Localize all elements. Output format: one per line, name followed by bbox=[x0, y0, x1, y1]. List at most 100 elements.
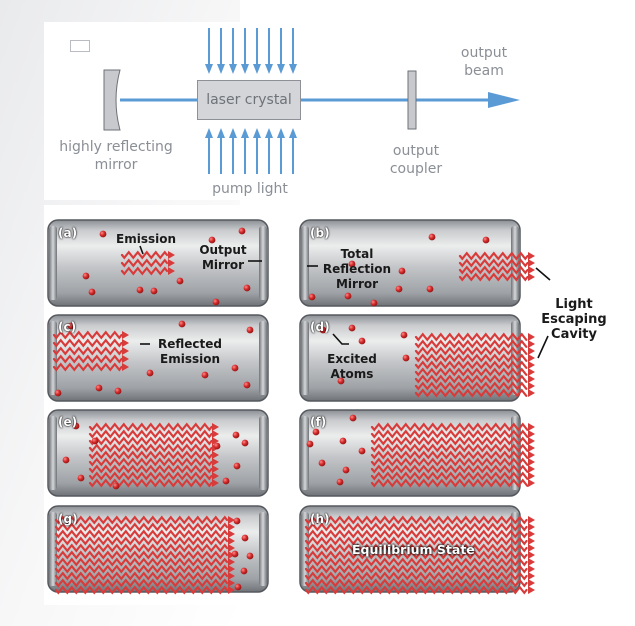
emission-wave bbox=[414, 332, 528, 342]
excited-atom bbox=[426, 285, 434, 293]
total-reflection-mirror-annotation: Total Reflection Mirror bbox=[322, 247, 392, 291]
emission-wave bbox=[88, 422, 213, 432]
excited-atom bbox=[233, 517, 241, 525]
emission-arrowhead bbox=[528, 361, 535, 369]
emission-arrowhead bbox=[122, 355, 129, 363]
emission-arrowhead bbox=[122, 347, 129, 355]
emission-wave bbox=[370, 457, 529, 467]
emission-arrowhead bbox=[228, 565, 235, 573]
emission-arrowhead bbox=[528, 389, 535, 397]
emission-arrowhead bbox=[528, 458, 535, 466]
pump-arrowhead-up bbox=[253, 128, 261, 138]
excited-atom bbox=[241, 534, 249, 542]
emission-wave bbox=[88, 478, 213, 488]
emission-wave bbox=[120, 266, 169, 276]
excited-atom bbox=[150, 287, 158, 295]
excited-atom bbox=[400, 331, 408, 339]
emission-wave bbox=[304, 585, 528, 595]
emission-wave bbox=[458, 251, 529, 261]
emission-arrowhead bbox=[528, 273, 535, 281]
output-beam-arrowhead bbox=[488, 92, 520, 108]
excited-atom bbox=[54, 389, 62, 397]
excited-atom bbox=[246, 326, 254, 334]
emission-arrowhead bbox=[122, 339, 129, 347]
excited-atom bbox=[112, 482, 120, 490]
emission-wave bbox=[414, 367, 528, 377]
excited-atom bbox=[398, 267, 406, 275]
emission-arrowhead bbox=[122, 331, 129, 339]
emission-arrowhead bbox=[528, 530, 535, 538]
laser-crystal: laser crystal bbox=[197, 80, 301, 120]
emission-wave bbox=[54, 564, 229, 574]
emission-arrowhead bbox=[168, 251, 175, 259]
output-coupler bbox=[407, 70, 417, 130]
emission-wave bbox=[304, 550, 528, 560]
emission-arrowhead bbox=[528, 259, 535, 267]
emission-arrowhead bbox=[212, 472, 219, 480]
excited-atom bbox=[240, 567, 248, 575]
emission-arrowhead bbox=[528, 551, 535, 559]
emission-arrowhead bbox=[528, 347, 535, 355]
emission-wave bbox=[304, 557, 528, 567]
cavity-right-cap bbox=[259, 226, 267, 300]
emission-arrowhead bbox=[528, 586, 535, 594]
pump-arrowhead-down bbox=[289, 64, 297, 74]
excited-atom bbox=[402, 354, 410, 362]
emission-arrowhead bbox=[528, 558, 535, 566]
emission-arrowhead bbox=[228, 579, 235, 587]
emission-wave bbox=[304, 536, 528, 546]
emission-arrowhead bbox=[168, 267, 175, 275]
excited-atom bbox=[336, 478, 344, 486]
excited-atom bbox=[67, 322, 75, 330]
cavity-left-cap bbox=[301, 226, 309, 300]
emission-wave bbox=[304, 578, 528, 588]
emission-arrowhead bbox=[212, 451, 219, 459]
excited-atom bbox=[114, 387, 122, 395]
emission-wave bbox=[458, 265, 529, 275]
excited-atom bbox=[91, 437, 99, 445]
escaping-leader-1 bbox=[535, 267, 551, 281]
emission-wave bbox=[370, 436, 529, 446]
excited-atom bbox=[428, 233, 436, 241]
excited-atom bbox=[319, 326, 327, 334]
emission-wave bbox=[88, 443, 213, 453]
emission-arrowhead bbox=[528, 565, 535, 573]
emission-wave bbox=[458, 272, 529, 282]
cavity-left-cap bbox=[49, 512, 57, 586]
pump-arrowhead-down bbox=[277, 64, 285, 74]
emission-wave bbox=[52, 338, 123, 348]
emission-wave bbox=[414, 353, 528, 363]
emission-wave bbox=[54, 529, 229, 539]
pump-arrowhead-up bbox=[217, 128, 225, 138]
emission-wave bbox=[54, 536, 229, 546]
emission-wave bbox=[414, 388, 528, 398]
emission-arrowhead bbox=[228, 530, 235, 538]
emission-arrowhead bbox=[528, 266, 535, 274]
emission-wave bbox=[304, 515, 528, 525]
emission-wave bbox=[304, 543, 528, 553]
excited-atom bbox=[395, 285, 403, 293]
excited-atom bbox=[370, 299, 378, 307]
emission-arrowhead bbox=[212, 465, 219, 473]
cavity-left-cap bbox=[49, 416, 57, 490]
emission-arrowhead bbox=[212, 423, 219, 431]
emission-arrowhead bbox=[228, 586, 235, 594]
output-coupler-label: output coupler bbox=[389, 143, 443, 177]
pump-light-label: pump light bbox=[212, 181, 288, 197]
emission-wave bbox=[54, 585, 229, 595]
emission-arrowhead bbox=[528, 537, 535, 545]
emission-arrowhead bbox=[228, 558, 235, 566]
excited-atom bbox=[308, 293, 316, 301]
panel-g-label: (g) bbox=[58, 512, 78, 526]
emission-wave bbox=[52, 346, 123, 356]
emission-wave bbox=[120, 258, 169, 268]
excited-atom bbox=[88, 288, 96, 296]
pump-arrowhead-up bbox=[229, 128, 237, 138]
emission-arrowhead bbox=[528, 479, 535, 487]
emission-arrowhead bbox=[528, 451, 535, 459]
emission-arrowhead bbox=[528, 472, 535, 480]
excited-atoms-annotation: Excited Atoms bbox=[327, 352, 377, 381]
emission-wave bbox=[54, 571, 229, 581]
pump-arrowhead-down bbox=[265, 64, 273, 74]
emission-wave bbox=[120, 250, 169, 260]
